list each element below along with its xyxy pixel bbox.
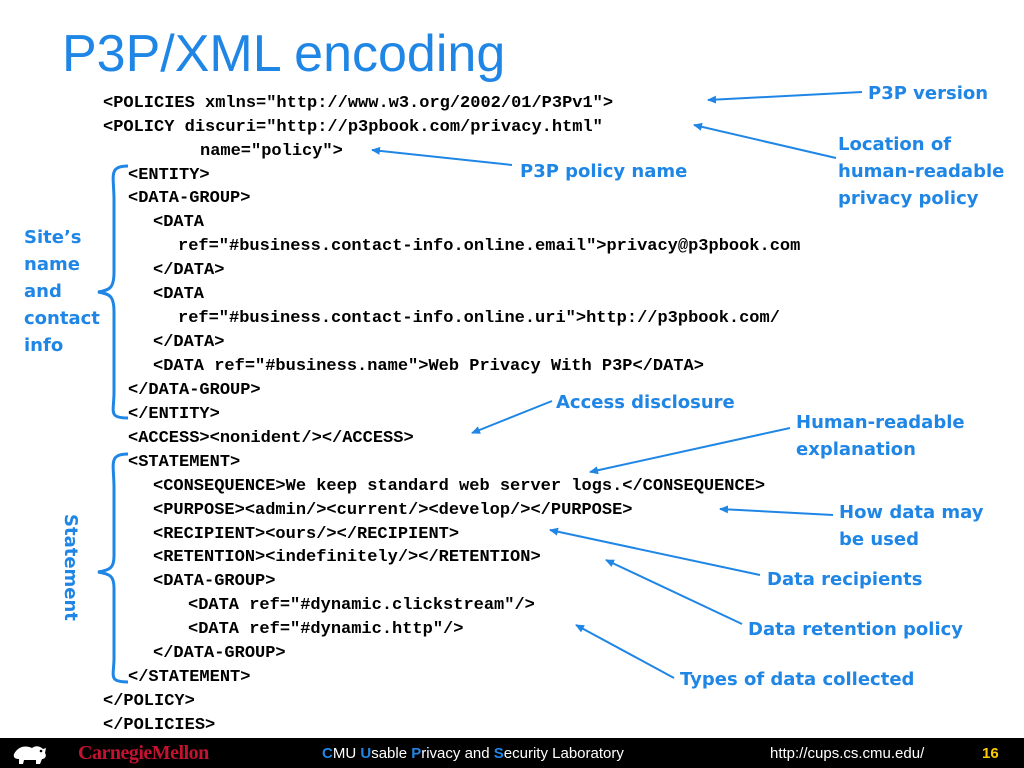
arrow-location bbox=[693, 122, 837, 159]
side-label-line: info bbox=[24, 335, 64, 356]
code-line: </STATEMENT> bbox=[128, 668, 251, 687]
annotation-how-data-used: How data may be used bbox=[839, 499, 983, 553]
code-line: name="policy"> bbox=[200, 142, 343, 161]
arrow-how-data bbox=[719, 505, 834, 516]
annotation-line: human-readable bbox=[838, 161, 1005, 182]
annotation-line: explanation bbox=[796, 439, 916, 460]
scotty-dog-logo-icon bbox=[13, 746, 46, 764]
code-line: <RECIPIENT><ours/></RECIPIENT> bbox=[153, 525, 460, 544]
code-line: ref="#business.contact-info.online.uri">… bbox=[178, 309, 780, 328]
code-line: <ENTITY> bbox=[128, 166, 210, 185]
annotation-p3p-version: P3P version bbox=[868, 83, 989, 104]
annotation-line: be used bbox=[839, 529, 919, 550]
code-line: </DATA-GROUP> bbox=[153, 644, 286, 663]
annotation-line: Human-readable bbox=[796, 412, 965, 433]
side-label-line: Site’s bbox=[24, 227, 82, 248]
annotation-policy-name: P3P policy name bbox=[520, 161, 688, 182]
code-line: </POLICIES> bbox=[103, 716, 216, 735]
code-line: </ENTITY> bbox=[128, 405, 220, 424]
page-number: 16 bbox=[982, 745, 999, 762]
lab-name: CMU Usable Privacy and Security Laborato… bbox=[322, 745, 624, 762]
lab-url[interactable]: http://cups.cs.cmu.edu/ bbox=[770, 745, 925, 762]
annotation-types-collected: Types of data collected bbox=[680, 669, 915, 690]
code-line: <STATEMENT> bbox=[128, 453, 241, 472]
annotation-location: Location of human-readable privacy polic… bbox=[838, 131, 1004, 212]
code-line: <POLICIES xmlns="http://www.w3.org/2002/… bbox=[103, 94, 614, 113]
code-line: <DATA-GROUP> bbox=[153, 572, 276, 591]
annotation-data-recipients: Data recipients bbox=[767, 569, 923, 590]
brace-statement bbox=[97, 452, 129, 684]
carnegie-mellon-wordmark: CarnegieMellon bbox=[78, 742, 209, 764]
code-line: <DATA-GROUP> bbox=[128, 189, 251, 208]
code-line: <DATA bbox=[153, 285, 205, 304]
arrow-policy-name bbox=[371, 146, 513, 166]
code-line: <PURPOSE><admin/><current/><develop/></P… bbox=[153, 501, 633, 520]
side-label-line: and bbox=[24, 281, 62, 302]
code-line: <CONSEQUENCE>We keep standard web server… bbox=[153, 477, 766, 496]
annotation-data-retention: Data retention policy bbox=[748, 619, 964, 640]
side-label-line: contact bbox=[24, 308, 100, 329]
arrow-retention bbox=[605, 559, 743, 625]
brace-site-info bbox=[97, 164, 129, 420]
code-line: <ACCESS><nonident/></ACCESS> bbox=[128, 429, 414, 448]
code-line: </DATA-GROUP> bbox=[128, 381, 261, 400]
code-line: </DATA> bbox=[153, 261, 225, 280]
side-label-line: name bbox=[24, 254, 80, 275]
arrow-access bbox=[471, 400, 553, 434]
arrow-recipients bbox=[549, 527, 761, 576]
annotation-line: Location of bbox=[838, 134, 952, 155]
code-line: <DATA ref="#dynamic.http"/> bbox=[188, 620, 464, 639]
annotation-access-disclosure: Access disclosure bbox=[556, 392, 735, 413]
code-line: <RETENTION><indefinitely/></RETENTION> bbox=[153, 548, 541, 567]
annotation-line: How data may bbox=[839, 502, 984, 523]
arrow-human-explanation bbox=[589, 427, 791, 475]
code-line: ref="#business.contact-info.online.email… bbox=[178, 237, 801, 256]
arrow-types bbox=[575, 624, 675, 679]
code-line: <DATA ref="#dynamic.clickstream"/> bbox=[188, 596, 535, 615]
code-line: </DATA> bbox=[153, 333, 225, 352]
annotation-line: privacy policy bbox=[838, 188, 979, 209]
code-line: <DATA bbox=[153, 213, 205, 232]
code-line: <DATA ref="#business.name">Web Privacy W… bbox=[153, 357, 704, 376]
code-line: <POLICY discuri="http://p3pbook.com/priv… bbox=[103, 118, 603, 137]
slide-title: P3P/XML encoding bbox=[62, 25, 506, 83]
slide-footer: CarnegieMellon CMU Usable Privacy and Se… bbox=[0, 738, 1024, 768]
side-label-site-info: Site’s name and contact info bbox=[24, 224, 100, 359]
annotation-human-explanation: Human-readable explanation bbox=[796, 409, 965, 463]
arrow-p3p-version bbox=[707, 91, 863, 104]
code-line: </POLICY> bbox=[103, 692, 195, 711]
